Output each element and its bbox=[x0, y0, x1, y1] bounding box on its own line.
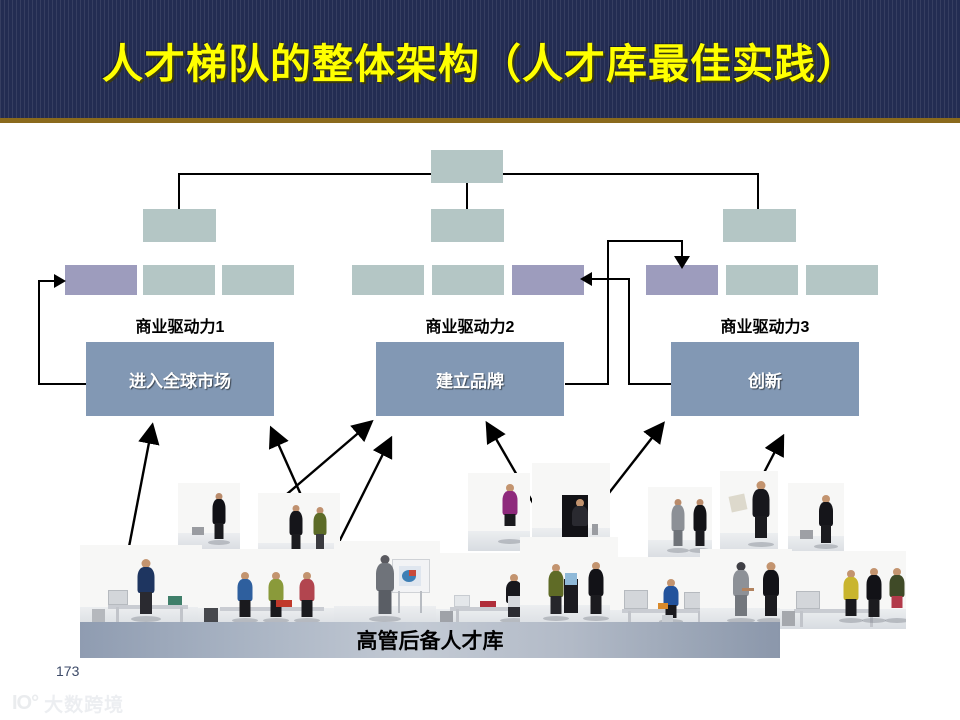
driver-label-2: 商业驱动力2 bbox=[425, 319, 515, 336]
arrow2-seg-v-right bbox=[681, 240, 683, 262]
driver-box-3[interactable]: 创新 bbox=[671, 342, 859, 416]
page-number: 173 bbox=[56, 663, 80, 679]
arrow3-seg-v bbox=[628, 278, 630, 385]
org-box-g1-3[interactable] bbox=[222, 265, 294, 295]
talent-pool-banner bbox=[80, 622, 780, 658]
arrow3-seg-h-top bbox=[592, 278, 630, 280]
org-box-l2-c[interactable] bbox=[723, 209, 796, 242]
arrow2-head-icon bbox=[674, 256, 690, 269]
arrow2-seg-v-left bbox=[607, 240, 609, 385]
org-box-g3-2[interactable] bbox=[726, 265, 798, 295]
org-box-l2-b[interactable] bbox=[431, 209, 504, 242]
connector-bus-to-l2-b bbox=[466, 183, 468, 209]
org-box-g3-3[interactable] bbox=[806, 265, 878, 295]
title-divider bbox=[0, 118, 960, 123]
arrow1-head-icon bbox=[54, 274, 66, 288]
collage-photo-man-with-papers bbox=[720, 471, 778, 555]
collage-photo-water-cooler bbox=[520, 537, 618, 629]
arrow1-seg-h-bottom bbox=[38, 383, 86, 385]
org-box-g1-2[interactable] bbox=[143, 265, 215, 295]
arrow3-head-icon bbox=[580, 272, 592, 286]
talent-pool-label: 高管后备人才库 bbox=[356, 630, 504, 653]
collage-photo-walking-man bbox=[178, 483, 240, 551]
arrow3-seg-h-bottom bbox=[628, 383, 676, 385]
supply-arrow-1 bbox=[126, 422, 160, 553]
org-box-l2-a[interactable] bbox=[143, 209, 216, 242]
arrow1-seg-v bbox=[38, 280, 40, 385]
arrow2-seg-h-top bbox=[607, 240, 683, 242]
collage-photo-presenter-easel bbox=[334, 541, 440, 629]
org-box-g3-1[interactable] bbox=[646, 265, 718, 295]
collage-photo-woman-standing bbox=[468, 473, 530, 551]
arrow2-seg-h-bottom bbox=[565, 383, 609, 385]
page-title: 人才梯队的整体架构（人才库最佳实践） bbox=[102, 41, 858, 87]
driver-box-1[interactable]: 进入全球市场 bbox=[86, 342, 274, 416]
watermark-logo-icon: IO° bbox=[12, 692, 39, 714]
connector-bus-to-l2-a bbox=[178, 173, 180, 209]
watermark-text: 大数跨境 bbox=[44, 695, 125, 716]
collage-photo-desk-worker-1 bbox=[80, 545, 202, 629]
org-box-g2-1[interactable] bbox=[352, 265, 424, 295]
collage-photo-handshake bbox=[700, 549, 792, 629]
title-band bbox=[0, 0, 960, 118]
collage-photo-team-at-table bbox=[198, 549, 338, 629]
talent-pool-collage bbox=[80, 463, 906, 645]
driver-box-2[interactable]: 建立品牌 bbox=[376, 342, 564, 416]
collage-photo-briefcase-man bbox=[788, 483, 844, 555]
watermark: IO° 大数跨境 bbox=[12, 690, 124, 717]
org-box-g1-1[interactable] bbox=[65, 265, 137, 295]
arrow1-seg-h-top bbox=[38, 280, 58, 282]
org-box-root[interactable] bbox=[431, 150, 503, 183]
driver-label-3: 商业驱动力3 bbox=[720, 319, 810, 336]
org-box-g2-2[interactable] bbox=[432, 265, 504, 295]
connector-bus-to-l2-c bbox=[757, 173, 759, 209]
org-box-g2-3[interactable] bbox=[512, 265, 584, 295]
driver-label-1: 商业驱动力1 bbox=[135, 319, 225, 336]
collage-photo-group-meeting bbox=[780, 551, 906, 629]
collage-photo-greeting-pair bbox=[648, 487, 712, 559]
